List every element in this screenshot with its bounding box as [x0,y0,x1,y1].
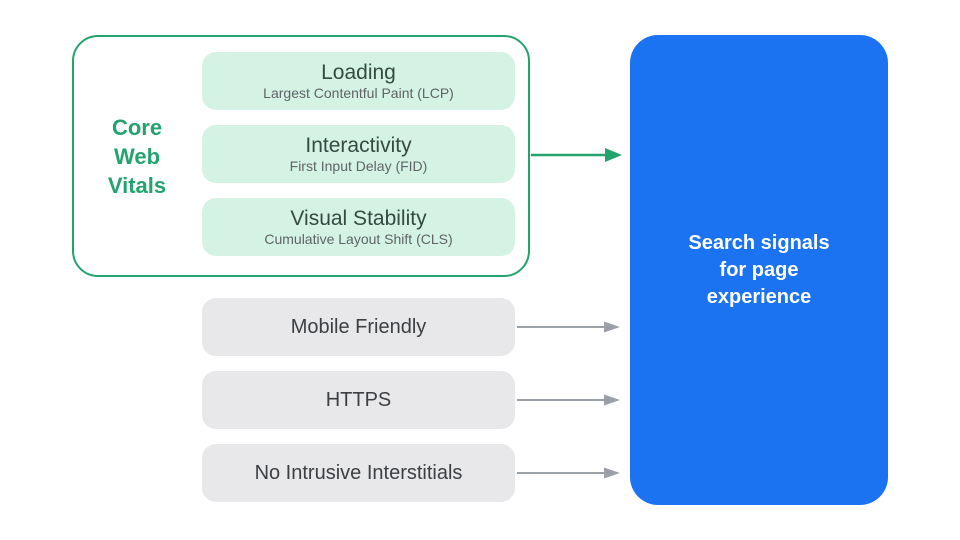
search-signals-line: for page [719,258,799,281]
cwv-pill-subtitle: Largest Contentful Paint (LCP) [263,84,454,101]
search-signals-line: Search signals [688,231,830,254]
cwv-pill-visual-stability: Visual Stability Cumulative Layout Shift… [202,198,515,256]
cwv-pill-subtitle: Cumulative Layout Shift (CLS) [264,230,453,247]
core-web-vitals-label-line: Web [113,143,161,169]
no-intrusive-interstitials-arrow [517,467,620,479]
signal-pill-label: No Intrusive Interstitials [254,462,463,484]
https-arrow [517,394,620,406]
cwv-arrow [531,148,622,162]
core-web-vitals-label-line: Core [111,114,163,140]
search-signals-box: Search signals for page experience [630,35,888,505]
signal-pill-label: Mobile Friendly [290,316,427,338]
cwv-pill-title: Loading [321,60,396,84]
cwv-pill-loading: Loading Largest Contentful Paint (LCP) [202,52,515,110]
core-web-vitals-label-line: Vitals [107,172,167,198]
core-web-vitals-label: Core Web Vitals [72,35,202,277]
cwv-pill-subtitle: First Input Delay (FID) [289,157,428,174]
cwv-pill-title: Interactivity [305,133,412,157]
mobile-friendly-arrow [517,321,620,333]
signal-pill-https: HTTPS [202,371,515,429]
core-web-vitals-container [72,35,530,277]
cwv-pill-title: Visual Stability [290,206,427,230]
signal-pill-no-intrusive-interstitials: No Intrusive Interstitials [202,444,515,502]
signal-pill-label: HTTPS [325,389,392,411]
signal-pill-mobile-friendly: Mobile Friendly [202,298,515,356]
cwv-pill-interactivity: Interactivity First Input Delay (FID) [202,125,515,183]
search-signals-line: experience [706,285,812,308]
